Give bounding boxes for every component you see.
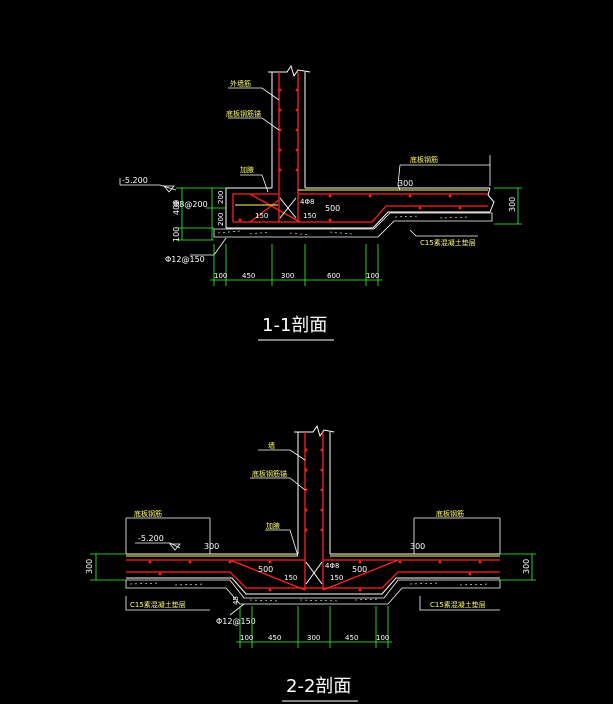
gusset-label-2: 加腋 bbox=[266, 521, 280, 530]
vertical-dims-2 bbox=[90, 553, 536, 581]
dim-chain-3: 300 bbox=[281, 272, 294, 280]
wall-outline-2 bbox=[126, 424, 500, 595]
top-rebar-label: 底板钢筋 bbox=[410, 155, 438, 164]
wall-note: 外墙筋 bbox=[230, 79, 251, 88]
dim-chain-2: 450 bbox=[242, 272, 255, 280]
dim-chain-2-4: 450 bbox=[345, 634, 358, 642]
dim-500-left: 500 bbox=[258, 565, 273, 574]
dim-chain-2-5: 100 bbox=[376, 634, 389, 642]
dim-300-right: 300 bbox=[508, 197, 517, 212]
rebar-hook-lines bbox=[235, 189, 488, 206]
dim-45: 45 bbox=[232, 596, 240, 605]
dim-300-top: 300 bbox=[398, 179, 413, 188]
rebar-lines bbox=[232, 72, 488, 223]
dim-150-b-2: 150 bbox=[330, 574, 343, 582]
rebar-dots-2 bbox=[148, 448, 482, 592]
left-vertical-dims bbox=[176, 187, 522, 241]
level-marker-2 bbox=[169, 543, 181, 551]
dim-chain-5: 100 bbox=[366, 272, 379, 280]
dim-300-left-vertical: 300 bbox=[85, 559, 94, 574]
dim-200-a: 200 bbox=[217, 191, 225, 204]
cross-mark bbox=[279, 197, 297, 219]
section-title-2: 2-2剖面 bbox=[286, 676, 351, 697]
dim-chain-1: 100 bbox=[214, 272, 227, 280]
blinding-layer-2 bbox=[125, 579, 501, 605]
section-title-1: 1-1剖面 bbox=[262, 315, 327, 336]
rebar-dots bbox=[238, 88, 462, 222]
top-rebar-label-right: 底板钢筋 bbox=[436, 509, 464, 518]
bottom-bar-label-2: Φ12@150 bbox=[216, 617, 256, 626]
dim-100: 100 bbox=[172, 227, 181, 242]
c15-label-right: C15素混凝土垫层 bbox=[430, 600, 486, 609]
blinding-layer bbox=[213, 212, 493, 238]
dim-chain-2-2: 450 bbox=[268, 634, 281, 642]
c15-label: C15素混凝土垫层 bbox=[420, 238, 476, 247]
leader-lines-2 bbox=[125, 449, 501, 616]
dim-400: 400 bbox=[172, 200, 181, 215]
dim-chain-2-3: 300 bbox=[307, 634, 320, 642]
level-marker bbox=[163, 185, 175, 193]
stirrup-label: Φ8@200 bbox=[173, 200, 208, 209]
cross-bar-label-2: 4Φ8 bbox=[325, 562, 339, 570]
level-label-2: -5.200 bbox=[138, 534, 164, 543]
bottom-dim-chain bbox=[210, 244, 382, 286]
bottom-bar-label: Φ12@150 bbox=[165, 255, 205, 264]
bottom-dim-chain-2 bbox=[236, 606, 392, 648]
gusset-label: 加腋 bbox=[240, 165, 254, 174]
wall-note-2-2: 底板钢筋锚 bbox=[252, 469, 287, 478]
section-2-2: 墙 底板钢筋锚 -5.200 底板钢筋 底板钢筋 加腋 300 300 500 … bbox=[85, 424, 536, 702]
dim-chain-2-1: 100 bbox=[240, 634, 253, 642]
dim-150-b: 150 bbox=[303, 212, 316, 220]
dim-500-right: 500 bbox=[352, 565, 367, 574]
dim-150-a: 150 bbox=[255, 212, 268, 220]
wall-label: 墙 bbox=[268, 441, 275, 450]
wall-note-2: 底板钢筋锚 bbox=[226, 109, 261, 118]
dim-300-left: 300 bbox=[204, 542, 219, 551]
section-1-1: 外墙筋 底板钢筋锚 -5.200 底板钢筋 加腋 300 500 150 150… bbox=[119, 64, 522, 341]
cross-mark-2 bbox=[305, 561, 323, 585]
top-rebar-label-left: 底板钢筋 bbox=[134, 509, 162, 518]
c15-label-left: C15素混凝土垫层 bbox=[130, 600, 186, 609]
dim-200-b: 200 bbox=[217, 213, 225, 226]
cross-bar-label: 4Φ8 bbox=[300, 198, 314, 206]
dim-300-right-vertical: 300 bbox=[522, 559, 531, 574]
dim-500: 500 bbox=[325, 204, 340, 213]
rebar-lines-2 bbox=[126, 432, 500, 591]
level-label: -5.200 bbox=[122, 176, 148, 185]
dim-chain-4: 600 bbox=[327, 272, 340, 280]
dim-150-a-2: 150 bbox=[284, 574, 297, 582]
dim-300-right-top: 300 bbox=[410, 542, 425, 551]
